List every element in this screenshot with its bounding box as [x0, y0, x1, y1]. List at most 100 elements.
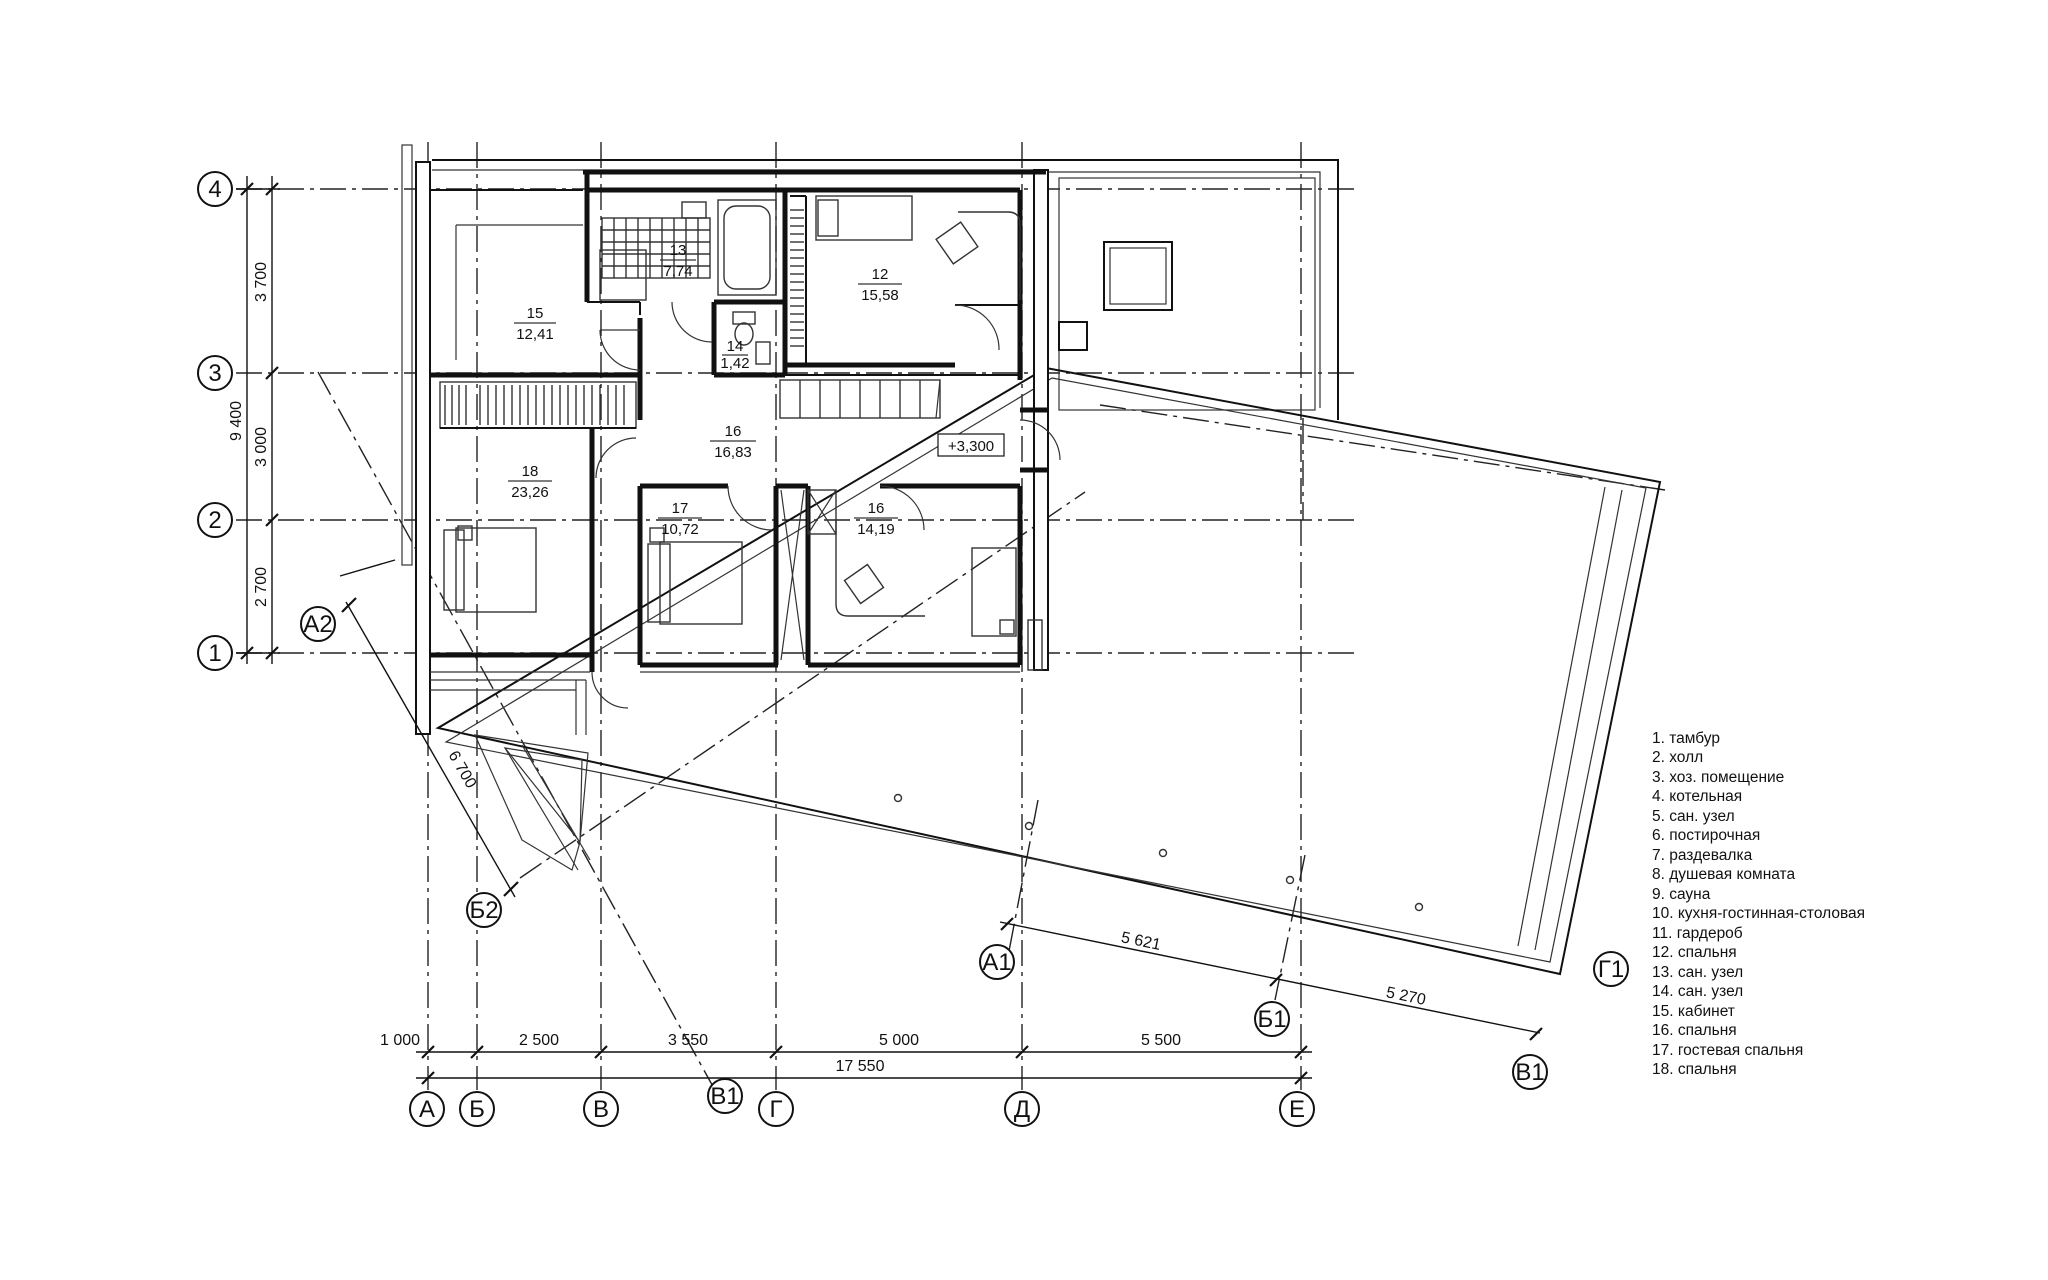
svg-text:1 000: 1 000: [380, 1032, 420, 1049]
legend-item: 15. кабинет: [1652, 1003, 1735, 1020]
svg-text:Г1: Г1: [1598, 956, 1624, 983]
svg-text:Г: Г: [770, 1096, 783, 1123]
legend-item: 3. хоз. помещение: [1652, 769, 1784, 786]
svg-text:23,26: 23,26: [511, 484, 549, 501]
svg-text:4: 4: [208, 176, 221, 203]
axis-bubble-row-2: 2: [197, 502, 233, 538]
legend-item: 11. гардероб: [1652, 925, 1743, 942]
legend-item: 6. постирочная: [1652, 827, 1760, 844]
column-axis-bubbles: А Б В В1 Г Д Е: [409, 1078, 1315, 1127]
legend-item: 8. душевая комната: [1652, 866, 1795, 883]
building-walls: [415, 161, 1049, 735]
svg-text:3: 3: [208, 360, 221, 387]
axis-bubble-col-V1: В1: [707, 1078, 743, 1114]
skewed-axis-bubbles: А2 Б2 А1 Б1 В1 Г1: [300, 606, 1629, 1090]
svg-text:2: 2: [208, 507, 221, 534]
legend-item: 9. сауна: [1652, 886, 1711, 903]
svg-text:6 700: 6 700: [445, 748, 480, 791]
axis-bubble-col-E: Е: [1279, 1091, 1315, 1127]
svg-text:В1: В1: [710, 1083, 739, 1110]
room-17-label: 17 10,72: [658, 500, 702, 538]
legend-item: 12. спальня: [1652, 944, 1737, 961]
svg-text:9 400: 9 400: [228, 401, 245, 441]
svg-text:Е: Е: [1289, 1096, 1305, 1123]
legend-item: 2. холл: [1652, 749, 1703, 766]
legend-item: 18. спальня: [1652, 1061, 1737, 1078]
svg-text:16: 16: [725, 423, 742, 440]
skewed-dimensions: 6 700 5 621 5 270: [339, 559, 1543, 1041]
axis-bubble-col-G: Г: [758, 1091, 794, 1127]
legend-item: 7. раздевалка: [1652, 847, 1753, 864]
room-legend: 1. тамбур 2. холл 3. хоз. помещение 4. к…: [1652, 730, 1865, 1078]
axis-bubble-row-3: 3: [197, 355, 233, 391]
door-swings: [591, 301, 1061, 709]
legend-item: 4. котельная: [1652, 788, 1742, 805]
svg-text:Д: Д: [1014, 1096, 1030, 1123]
svg-text:3 550: 3 550: [668, 1032, 708, 1049]
svg-text:1: 1: [208, 640, 221, 667]
svg-text:5 270: 5 270: [1385, 984, 1428, 1009]
svg-text:В1: В1: [1515, 1059, 1544, 1086]
legend-item: 13. сан. узел: [1652, 964, 1743, 981]
svg-text:10,72: 10,72: [661, 521, 699, 538]
legend-item: 17. гостевая спальня: [1652, 1042, 1803, 1059]
axis-bubble-B1: Б1: [1254, 1001, 1290, 1037]
svg-text:Б2: Б2: [469, 897, 498, 924]
svg-text:1,42: 1,42: [720, 355, 749, 372]
axis-bubble-col-D: Д: [1004, 1091, 1040, 1127]
axis-bubble-A1: А1: [979, 944, 1015, 980]
svg-text:12: 12: [872, 266, 889, 283]
vertical-dimensions: 3 700 3 000 2 700 9 400: [228, 176, 280, 664]
room-18-label: 18 23,26: [508, 463, 552, 501]
room-16-hall-label: 16 16,83: [710, 423, 756, 461]
svg-text:18: 18: [522, 463, 539, 480]
room-13-label: 13 7,74: [660, 242, 696, 280]
svg-text:3 000: 3 000: [253, 427, 270, 467]
legend-item: 5. сан. узел: [1652, 808, 1735, 825]
svg-text:14: 14: [727, 338, 744, 355]
axis-bubble-col-A: А: [409, 1091, 445, 1127]
elevation-mark: +3,300: [937, 433, 1005, 457]
svg-text:5 621: 5 621: [1120, 929, 1163, 954]
room-labels: 13 7,74 12 15,58 15 12,41 14 1,42 16 16,…: [508, 242, 902, 538]
axis-bubble-col-V: В: [583, 1091, 619, 1127]
svg-text:2 700: 2 700: [253, 567, 270, 607]
legend-item: 14. сан. узел: [1652, 983, 1743, 1000]
room-15-label: 15 12,41: [514, 305, 556, 343]
svg-text:7,74: 7,74: [663, 263, 692, 280]
svg-text:14,19: 14,19: [857, 521, 895, 538]
svg-text:В: В: [593, 1096, 609, 1123]
room-16-bedroom-label: 16 14,19: [854, 500, 898, 538]
axis-bubble-A2: А2: [300, 606, 336, 642]
svg-text:А1: А1: [982, 949, 1011, 976]
svg-text:15,58: 15,58: [861, 287, 899, 304]
axis-bubble-V1-skewed: В1: [1512, 1054, 1548, 1090]
svg-text:Б: Б: [469, 1096, 485, 1123]
svg-text:17 550: 17 550: [836, 1058, 885, 1075]
room-14-label: 14 1,42: [720, 338, 749, 372]
svg-text:15: 15: [527, 305, 544, 322]
svg-text:16,83: 16,83: [714, 444, 752, 461]
svg-text:13: 13: [670, 242, 687, 259]
horizontal-dimensions: 1 000 2 500 3 550 5 000 5 500 17 550: [380, 1032, 1312, 1085]
svg-text:5 000: 5 000: [879, 1032, 919, 1049]
svg-text:А: А: [419, 1096, 435, 1123]
svg-text:16: 16: [868, 500, 885, 517]
svg-text:Б1: Б1: [1257, 1006, 1286, 1033]
axis-bubble-row-4: 4: [197, 171, 233, 207]
axis-bubble-G1: Г1: [1593, 951, 1629, 987]
row-axis-bubbles: 4 3 2 1: [197, 171, 233, 671]
svg-text:3 700: 3 700: [253, 262, 270, 302]
svg-text:2 500: 2 500: [519, 1032, 559, 1049]
axis-bubble-row-1: 1: [197, 635, 233, 671]
axis-bubble-col-B: Б: [459, 1091, 495, 1127]
axis-bubble-B2: Б2: [466, 892, 502, 928]
svg-text:5 500: 5 500: [1141, 1032, 1181, 1049]
svg-text:17: 17: [672, 500, 689, 517]
legend-item: 1. тамбур: [1652, 730, 1720, 747]
room-12-label: 12 15,58: [858, 266, 902, 304]
svg-text:12,41: 12,41: [516, 326, 554, 343]
legend-item: 16. спальня: [1652, 1022, 1737, 1039]
svg-text:А2: А2: [303, 611, 332, 638]
